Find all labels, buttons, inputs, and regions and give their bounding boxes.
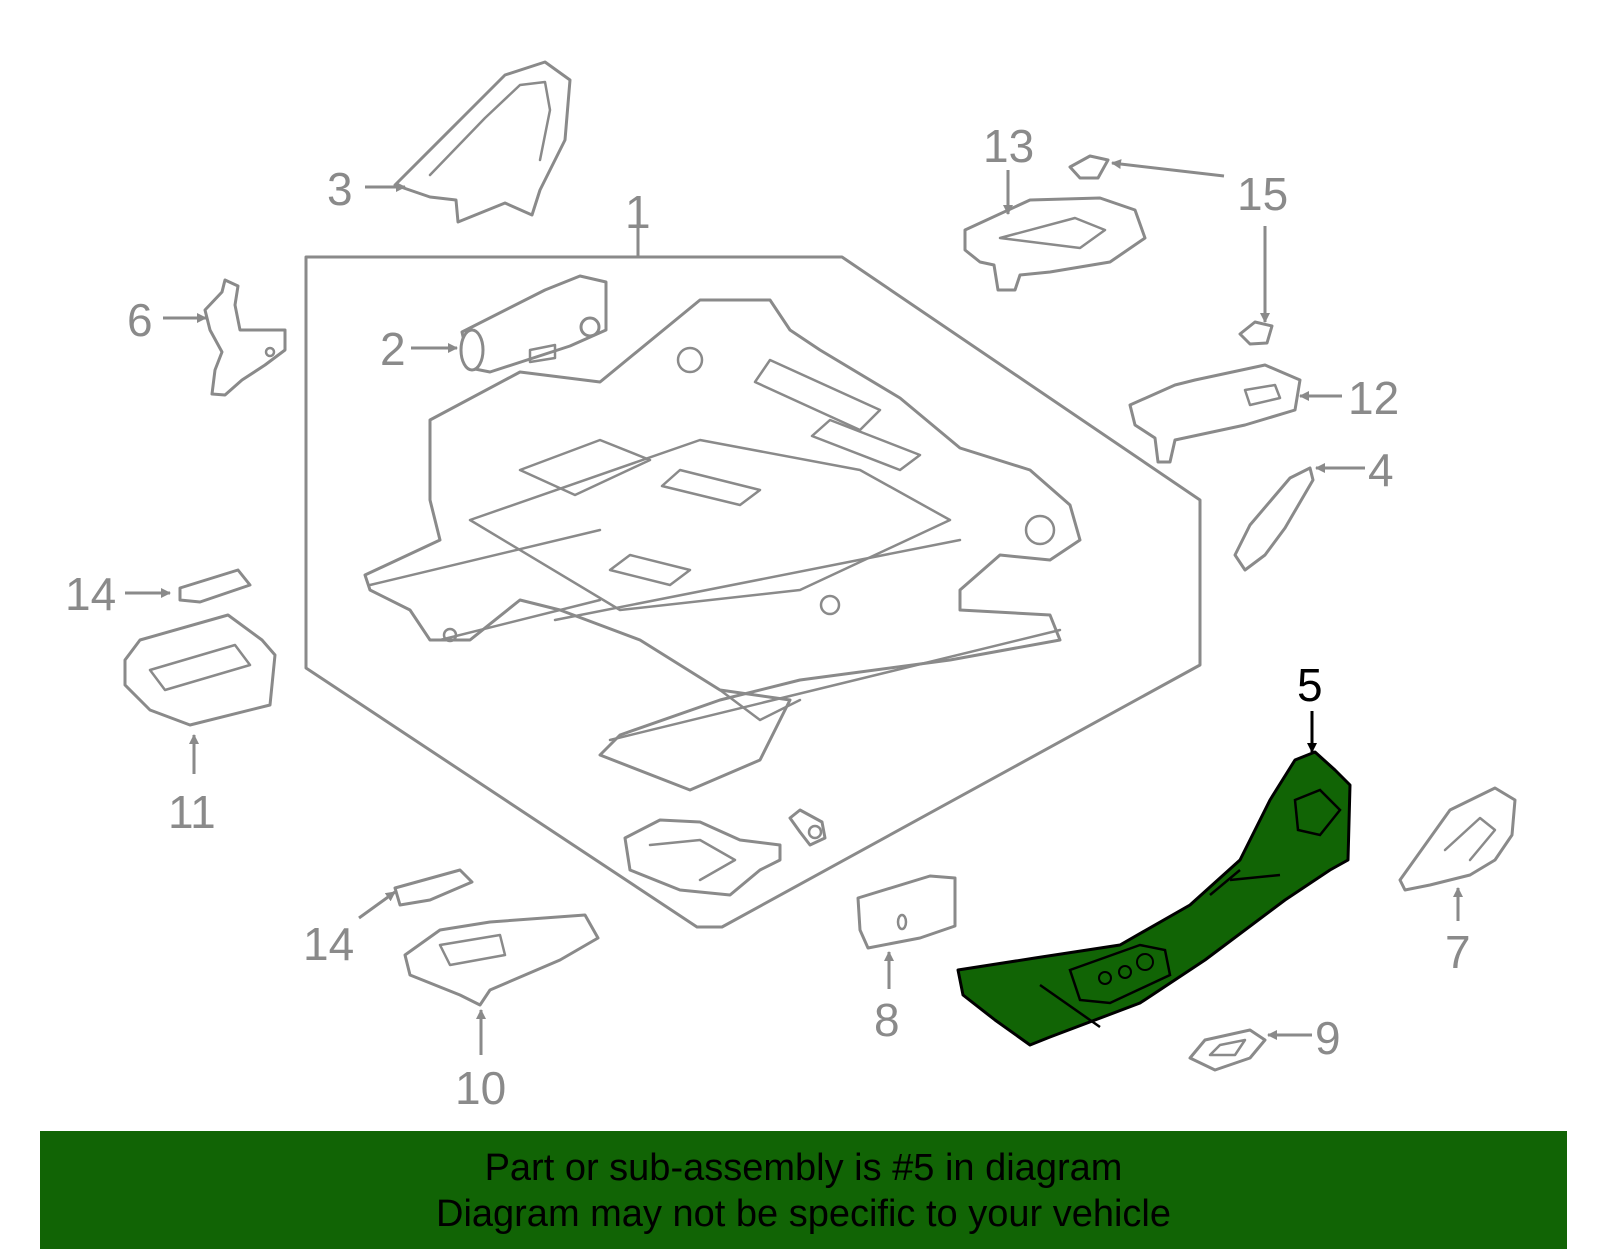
cover-11 bbox=[123, 613, 277, 727]
callout-5: 5 bbox=[1297, 659, 1323, 711]
bracket-6 bbox=[203, 278, 287, 397]
back-shield bbox=[393, 60, 572, 224]
leader-lines bbox=[125, 159, 1463, 1055]
callout-9: 9 bbox=[1315, 1012, 1341, 1064]
seat-frame bbox=[363, 298, 1082, 792]
callout-8: 8 bbox=[874, 994, 900, 1046]
bracket-8 bbox=[856, 874, 957, 950]
callout-11: 11 bbox=[168, 786, 216, 838]
callout-7: 7 bbox=[1445, 926, 1471, 978]
callout-4: 4 bbox=[1368, 444, 1394, 496]
callout-14-lower: 14 bbox=[303, 918, 354, 970]
seat-frame-assembly-box bbox=[304, 226, 1202, 929]
side-shield-highlighted bbox=[956, 750, 1352, 1047]
callout-10: 10 bbox=[455, 1062, 506, 1114]
bezel-9 bbox=[1188, 1028, 1267, 1072]
bolt bbox=[788, 808, 827, 847]
cover-12 bbox=[1128, 363, 1302, 464]
clip-15-lower bbox=[1238, 320, 1274, 346]
trim-4 bbox=[1233, 466, 1315, 572]
callout-14-upper: 14 bbox=[65, 568, 116, 620]
banner-line-2: Diagram may not be specific to your vehi… bbox=[436, 1193, 1171, 1235]
center-bracket bbox=[623, 818, 782, 897]
cap-14-upper bbox=[178, 568, 252, 604]
callout-2: 2 bbox=[380, 323, 406, 375]
cap-14-lower bbox=[393, 868, 474, 907]
info-banner: Part or sub-assembly is #5 in diagram Di… bbox=[40, 1131, 1567, 1249]
callout-6: 6 bbox=[127, 294, 153, 346]
cover-13 bbox=[963, 196, 1147, 292]
cover-10 bbox=[403, 913, 600, 1007]
clip-15-upper bbox=[1068, 154, 1110, 180]
banner-line-1: Part or sub-assembly is #5 in diagram bbox=[484, 1147, 1123, 1189]
callout-15: 15 bbox=[1237, 168, 1288, 220]
seat-motor bbox=[459, 274, 608, 374]
callout-13: 13 bbox=[983, 120, 1034, 172]
callout-1: 1 bbox=[625, 186, 651, 238]
cover-7 bbox=[1398, 786, 1517, 892]
callout-12: 12 bbox=[1348, 372, 1399, 424]
callout-3: 3 bbox=[327, 163, 353, 215]
